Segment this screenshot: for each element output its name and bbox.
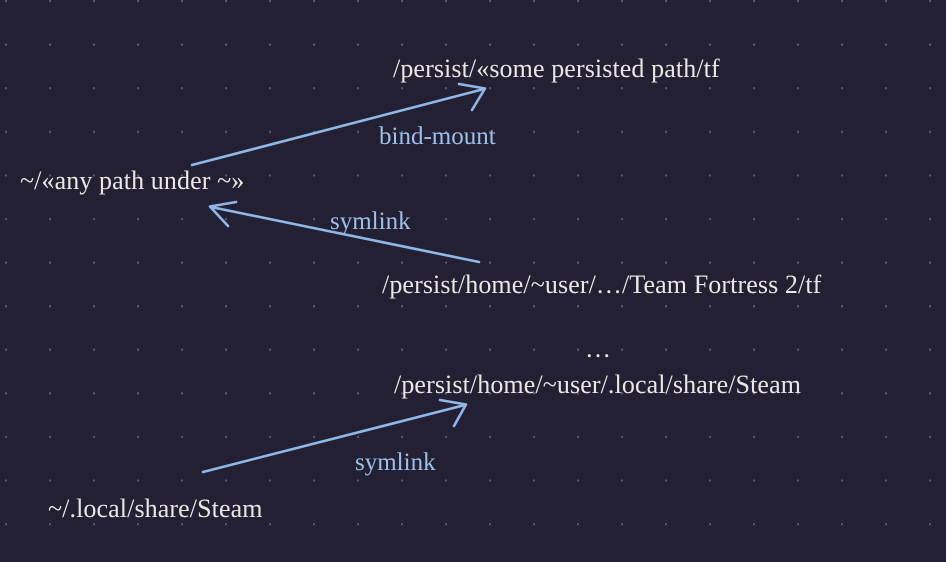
- node-home-any-path: ~/«any path under ~»: [20, 166, 245, 195]
- edge-label-symlink-tf: symlink: [330, 208, 411, 235]
- edge-bind-mount-arrowhead: [457, 82, 487, 112]
- edge-label-symlink-steam: symlink: [355, 449, 436, 476]
- edge-label-bind-mount: bind-mount: [379, 123, 496, 150]
- edge-symlink-tf-arrowhead: [208, 200, 238, 228]
- node-home-steam: ~/.local/share/Steam: [48, 494, 263, 523]
- node-ellipsis: …: [585, 334, 612, 363]
- edge-symlink-steam-arrowhead: [438, 398, 468, 428]
- node-persist-home-tf: /persist/home/~user/…/Team Fortress 2/tf: [382, 270, 822, 299]
- node-persist-some-path: /persist/«some persisted path/tf: [393, 54, 720, 83]
- node-persist-home-steam: /persist/home/~user/.local/share/Steam: [394, 370, 802, 399]
